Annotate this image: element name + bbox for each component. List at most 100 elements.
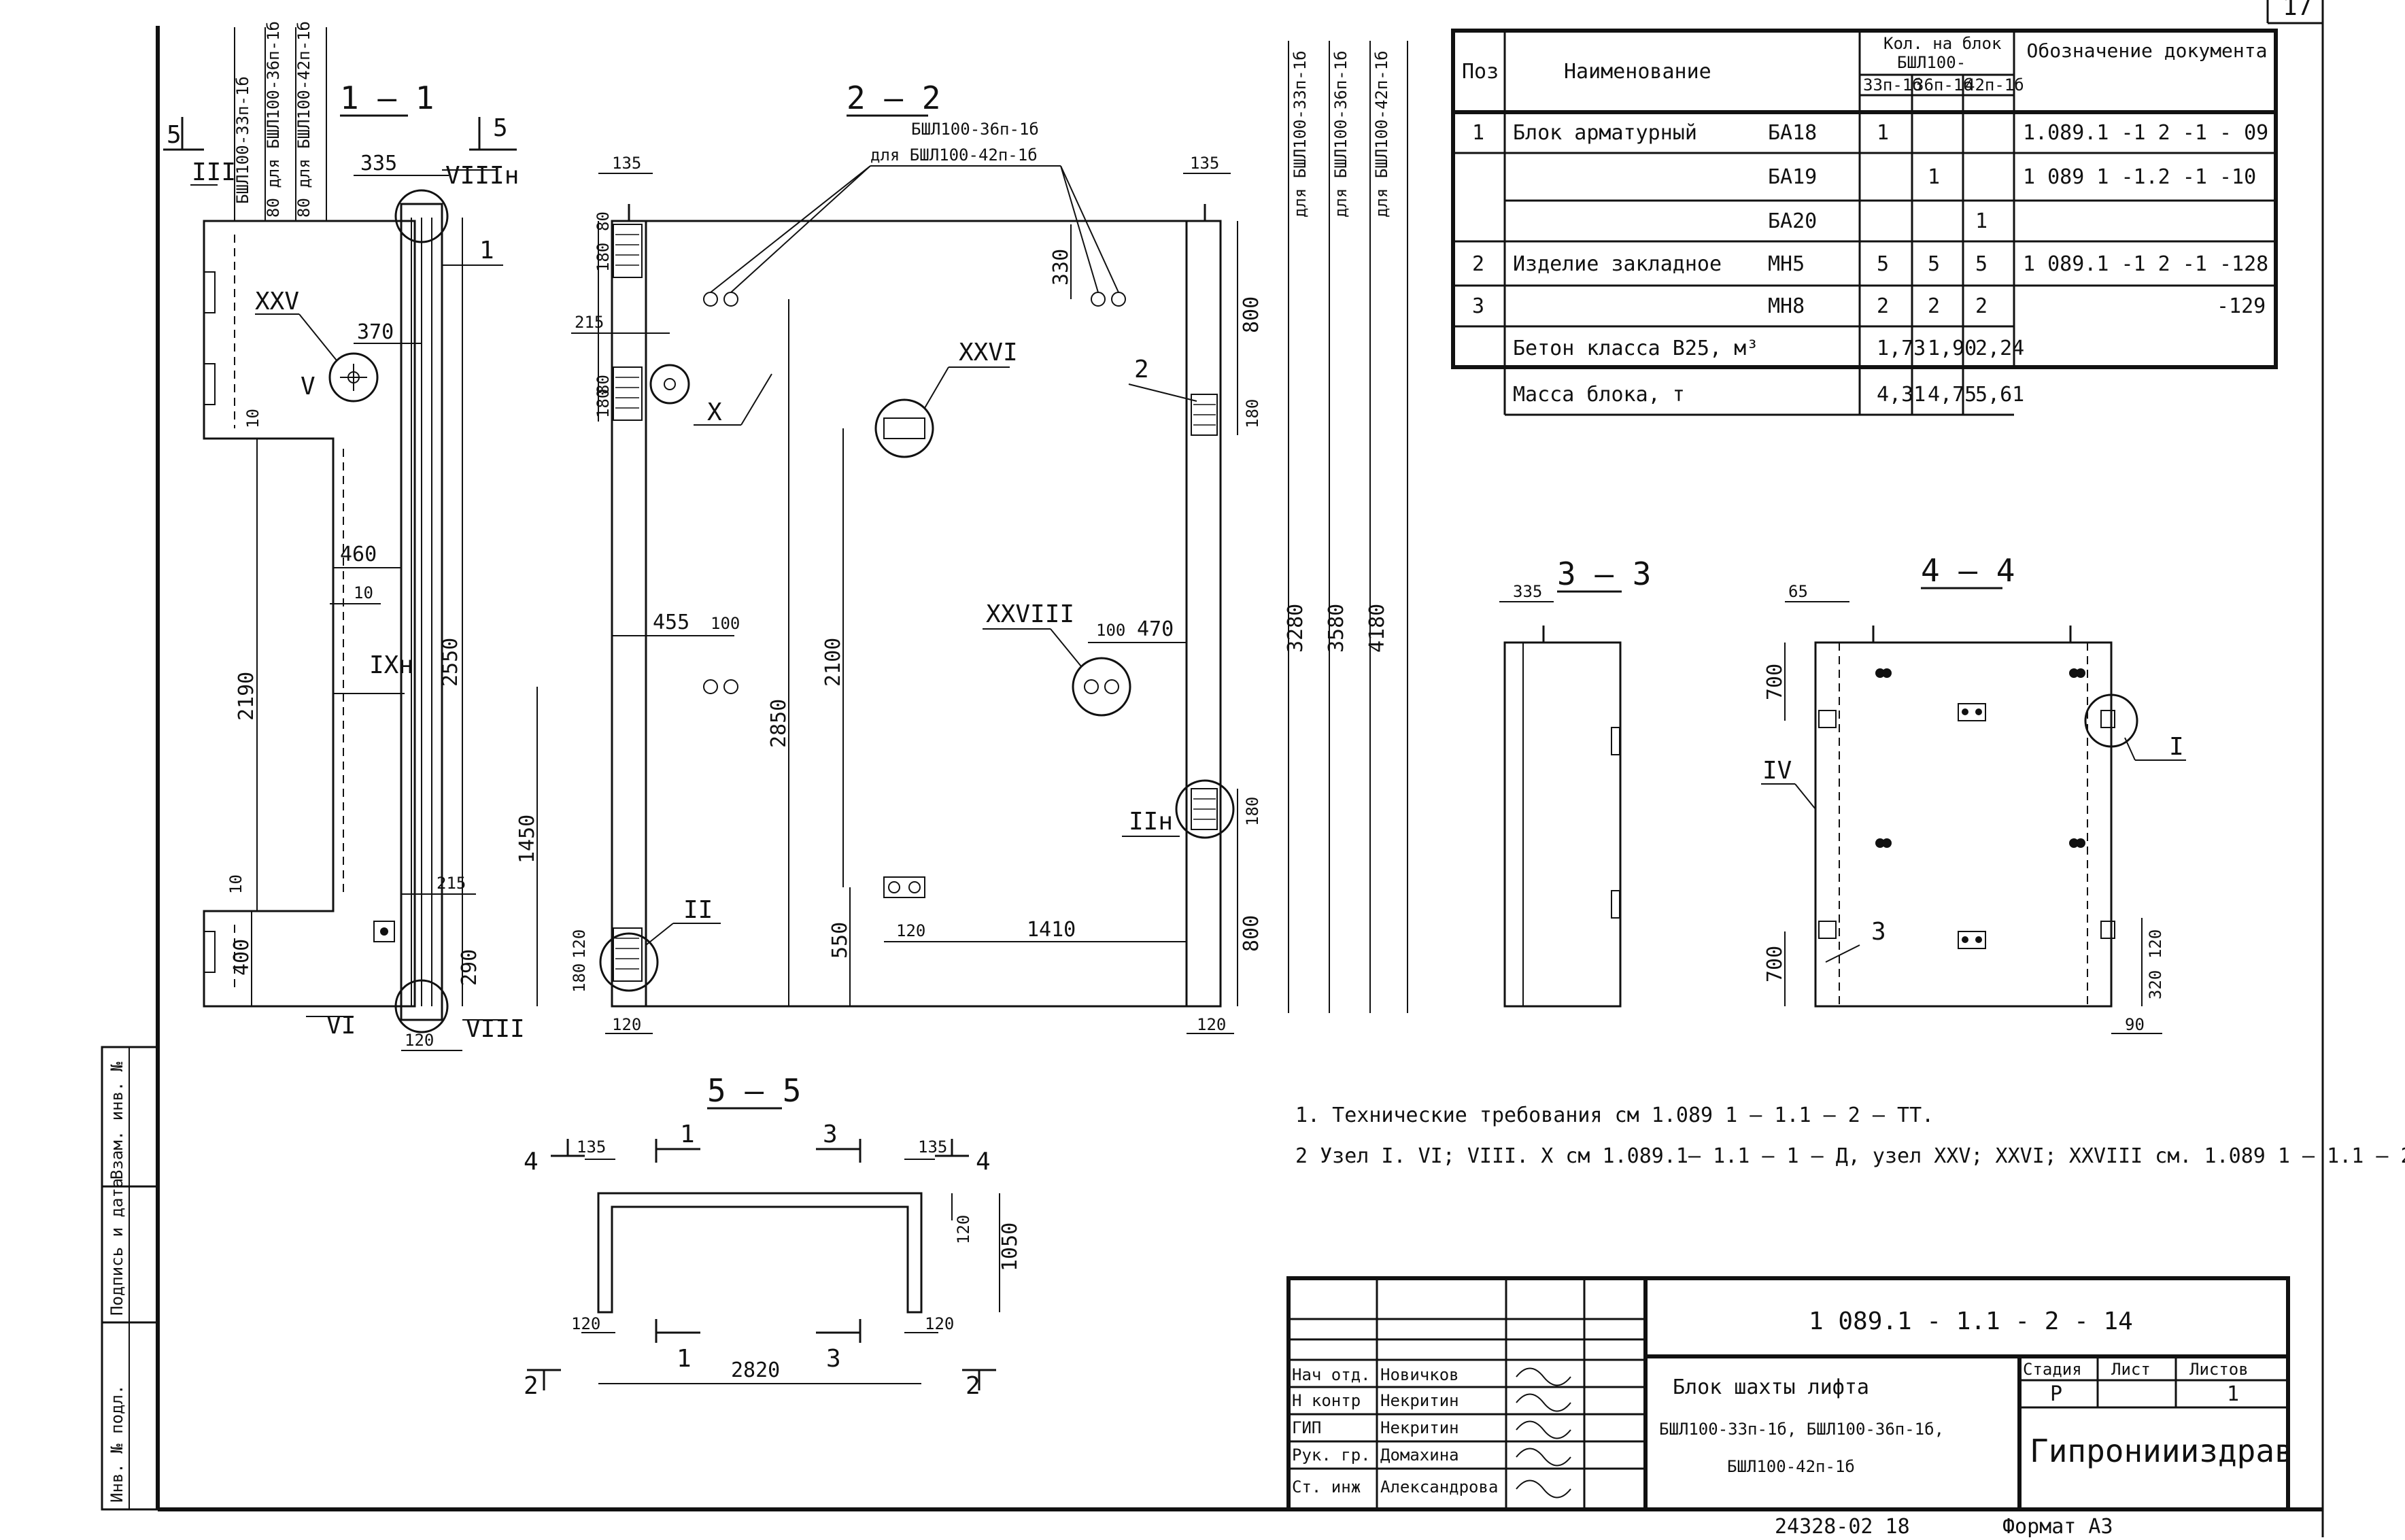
row-doc: -129 bbox=[2217, 294, 2266, 318]
variant-label: БШЛ100-33п-1б bbox=[233, 76, 252, 204]
row-mark: БА18 bbox=[1768, 121, 1817, 145]
signature bbox=[1516, 1448, 1571, 1467]
sheets-value: 1 bbox=[2227, 1382, 2239, 1406]
section-5-5: 5 — 5 4 1 3 4 2 1 3 2 135 135 120 1050 1… bbox=[524, 1072, 1022, 1400]
dimension: 135 bbox=[612, 154, 641, 173]
row-qty: 2,24 bbox=[1975, 337, 2024, 360]
dimension: 180 bbox=[1243, 797, 1262, 826]
role-name: Александрова bbox=[1380, 1477, 1498, 1496]
row-qty: 2 bbox=[1928, 294, 1940, 318]
dimension: 2100 bbox=[821, 638, 845, 687]
variant-col: 42п-1б bbox=[1965, 75, 2024, 95]
dimension: 10 bbox=[226, 874, 245, 894]
section-3-3-title: 3 — 3 bbox=[1557, 555, 1651, 592]
document-code: 1 089.1 - 1.1 - 2 - 14 bbox=[1809, 1307, 2133, 1335]
variant-label: для БШЛ100-36п-1б bbox=[1331, 50, 1350, 218]
cut-mark: 3 bbox=[826, 1345, 841, 1373]
position-3-label: 3 bbox=[1871, 918, 1886, 946]
dimension: 2850 bbox=[767, 699, 791, 748]
row-doc: 1.089.1 -1 2 -1 - 09 bbox=[2023, 121, 2268, 145]
dimension: 120 bbox=[1197, 1015, 1226, 1034]
dimension: 1050 bbox=[998, 1222, 1022, 1271]
title-line-1: Блок шахты лифта bbox=[1673, 1375, 1869, 1399]
dimension: 2190 bbox=[235, 672, 258, 721]
stage-label: Стадия bbox=[2023, 1360, 2082, 1379]
dimension: 700 bbox=[1763, 946, 1787, 982]
dimension: 10 bbox=[243, 409, 262, 428]
side-stamp: Инв. № подл. Подпись и дата Взам. инв. № bbox=[101, 1046, 159, 1511]
role-name: Домахина bbox=[1380, 1445, 1459, 1465]
dimension: 290 bbox=[458, 949, 481, 986]
dimension: 135 bbox=[577, 1137, 606, 1157]
dimension: 335 bbox=[1513, 582, 1542, 601]
node-label: XXVI bbox=[959, 339, 1018, 366]
cut-mark: 5 bbox=[167, 121, 182, 149]
note-1: 1. Технические требования см 1.089 1 — 1… bbox=[1295, 1103, 1934, 1127]
dimension: 10 bbox=[354, 583, 373, 602]
section-1-1: 1 — 1 XXV V III VIIIн IXн VI VIII bbox=[163, 21, 525, 1051]
dimension: 120 bbox=[954, 1215, 973, 1244]
row-qty: 1 bbox=[1975, 209, 1988, 233]
row-qty: 2 bbox=[1975, 294, 1988, 318]
sheets-label: Листов bbox=[2189, 1360, 2249, 1379]
dimension: 80 bbox=[594, 211, 613, 231]
dimension: 3280 bbox=[1284, 604, 1308, 653]
title-line-2: БШЛ100-33п-1б, БШЛ100-36п-1б, bbox=[1659, 1420, 1944, 1439]
dimension: 700 bbox=[1763, 664, 1787, 700]
row-pos: 1 bbox=[1472, 121, 1484, 145]
cut-mark: 4 bbox=[524, 1148, 539, 1176]
row-mark: МН8 bbox=[1768, 294, 1805, 318]
row-name: Бетон класса В25, м³ bbox=[1513, 337, 1758, 360]
title-line-3: БШЛ100-42п-1б bbox=[1727, 1457, 1855, 1476]
variant-col: 36п-1б bbox=[1914, 75, 1973, 95]
leader-text: БШЛ100-36п-1б bbox=[911, 120, 1039, 139]
row-qty: 2 bbox=[1877, 294, 1889, 318]
variant-label: 80 для БШЛ100-42п-1б bbox=[294, 21, 313, 218]
cut-mark: 5 bbox=[493, 114, 508, 142]
role-name: Новичков bbox=[1380, 1365, 1459, 1384]
node-label: XXVIII bbox=[986, 600, 1074, 628]
row-qty: 5 bbox=[1928, 252, 1940, 276]
node-label: I bbox=[2169, 733, 2184, 761]
dimension: 180 bbox=[1243, 399, 1262, 428]
role-name: Некритин bbox=[1380, 1418, 1459, 1437]
node-label: II bbox=[683, 896, 713, 924]
section-1-1-title: 1 — 1 bbox=[340, 80, 434, 116]
node-label: IIн bbox=[1129, 808, 1173, 836]
sheet-frame: 17 bbox=[156, 0, 2324, 1537]
dimension: 470 bbox=[1137, 617, 1174, 641]
role-label: Рук. гр. bbox=[1292, 1445, 1371, 1465]
dimension: 180 bbox=[594, 243, 613, 272]
header-name: Наименование bbox=[1564, 60, 1711, 84]
dimension: 4180 bbox=[1365, 604, 1389, 653]
section-5-5-title: 5 — 5 bbox=[707, 1072, 801, 1109]
row-doc: 1 089.1 -1 2 -1 -128 bbox=[2023, 252, 2268, 276]
row-pos: 3 bbox=[1472, 294, 1484, 318]
cut-mark: 3 bbox=[823, 1120, 838, 1148]
notes: 1. Технические требования см 1.089 1 — 1… bbox=[1295, 1103, 2405, 1168]
dimension: 120 bbox=[2146, 929, 2165, 959]
node-label: III bbox=[192, 158, 236, 186]
node-label: XXV bbox=[255, 288, 299, 315]
section-2-2: 2 — 2 X БШЛ100-36п-1б для БШЛ100-42п-1б bbox=[515, 41, 1408, 1034]
row-pos: 2 bbox=[1472, 252, 1484, 276]
cut-mark: 2 bbox=[524, 1372, 539, 1400]
dimension: 135 bbox=[1190, 154, 1219, 173]
header-doc-wrap: Обозначение документа bbox=[2026, 39, 2267, 62]
node-label: IXн bbox=[369, 651, 413, 679]
signature bbox=[1516, 1479, 1571, 1499]
section-4-4-title: 4 — 4 bbox=[1921, 552, 2015, 589]
row-qty: 1,90 bbox=[1928, 337, 1977, 360]
signature bbox=[1516, 1367, 1571, 1386]
stamp-sign-label: Подпись и дата bbox=[107, 1178, 126, 1316]
dimension: 400 bbox=[230, 939, 254, 976]
node-label: X bbox=[707, 398, 722, 426]
role-label: ГИП bbox=[1292, 1418, 1321, 1437]
row-qty: 5,61 bbox=[1975, 383, 2024, 407]
row-name: Блок арматурный bbox=[1513, 121, 1697, 145]
dimension: 215 bbox=[437, 874, 466, 893]
role-label: Ст. инж bbox=[1292, 1477, 1361, 1496]
dimension: 455 bbox=[653, 611, 689, 634]
